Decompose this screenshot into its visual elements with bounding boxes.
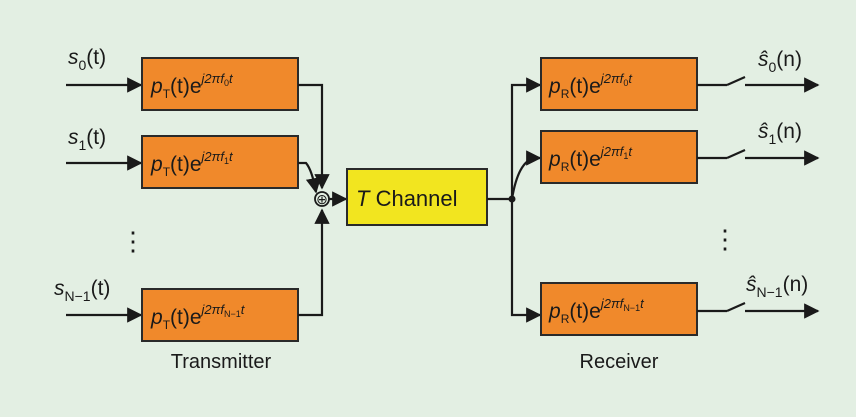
rx-filter-block-1: [540, 130, 698, 184]
adder-symbol: ⊕: [316, 191, 328, 207]
tx-ellipsis: ⋮: [120, 226, 146, 256]
rx-wire-n: [510, 199, 542, 323]
rx-ellipsis: ⋮: [712, 224, 738, 254]
input-signal-label-1: s1(t): [68, 126, 106, 153]
rx-filter-label-1: pR(t)ej2πf1t: [548, 144, 633, 174]
output-path-1: [697, 148, 820, 166]
rx-wire-0: [510, 77, 542, 199]
input-signal-label-0: s0(t): [68, 46, 106, 73]
tx-filter-label-0: pT(t)ej2πf0t: [150, 71, 234, 101]
tx-filter-block-n: [141, 288, 299, 342]
tx-wire-0: [298, 83, 330, 190]
output-path-0: [697, 75, 820, 93]
output-path-n: [697, 301, 820, 319]
transmitter-caption: Transmitter: [171, 351, 272, 373]
output-signal-label-n: ŝN−1(n): [746, 273, 808, 300]
channel-label: T Channel: [356, 186, 458, 211]
rx-filter-label-0: pR(t)ej2πf0t: [548, 71, 633, 101]
tx-wire-1: [298, 161, 322, 194]
rx-filter-block-n: [540, 282, 698, 336]
tx-filter-label-1: pT(t)ej2πf1t: [150, 149, 234, 179]
output-signal-label-0: ŝ0(n): [758, 48, 802, 75]
tx-wire-n: [298, 208, 330, 317]
rx-wire-1: [510, 150, 542, 200]
tx-filter-block-1: [141, 135, 299, 189]
tx-filter-label-n: pT(t)ej2πfN−1t: [150, 302, 246, 332]
channel-block: [346, 168, 488, 226]
output-signal-label-1: ŝ1(n): [758, 120, 802, 147]
tx-filter-block-0: [141, 57, 299, 111]
rx-filter-label-n: pR(t)ej2πfN−1t: [548, 296, 645, 326]
input-signal-label-n: sN−1(t): [54, 277, 110, 304]
receiver-caption: Receiver: [580, 351, 659, 373]
